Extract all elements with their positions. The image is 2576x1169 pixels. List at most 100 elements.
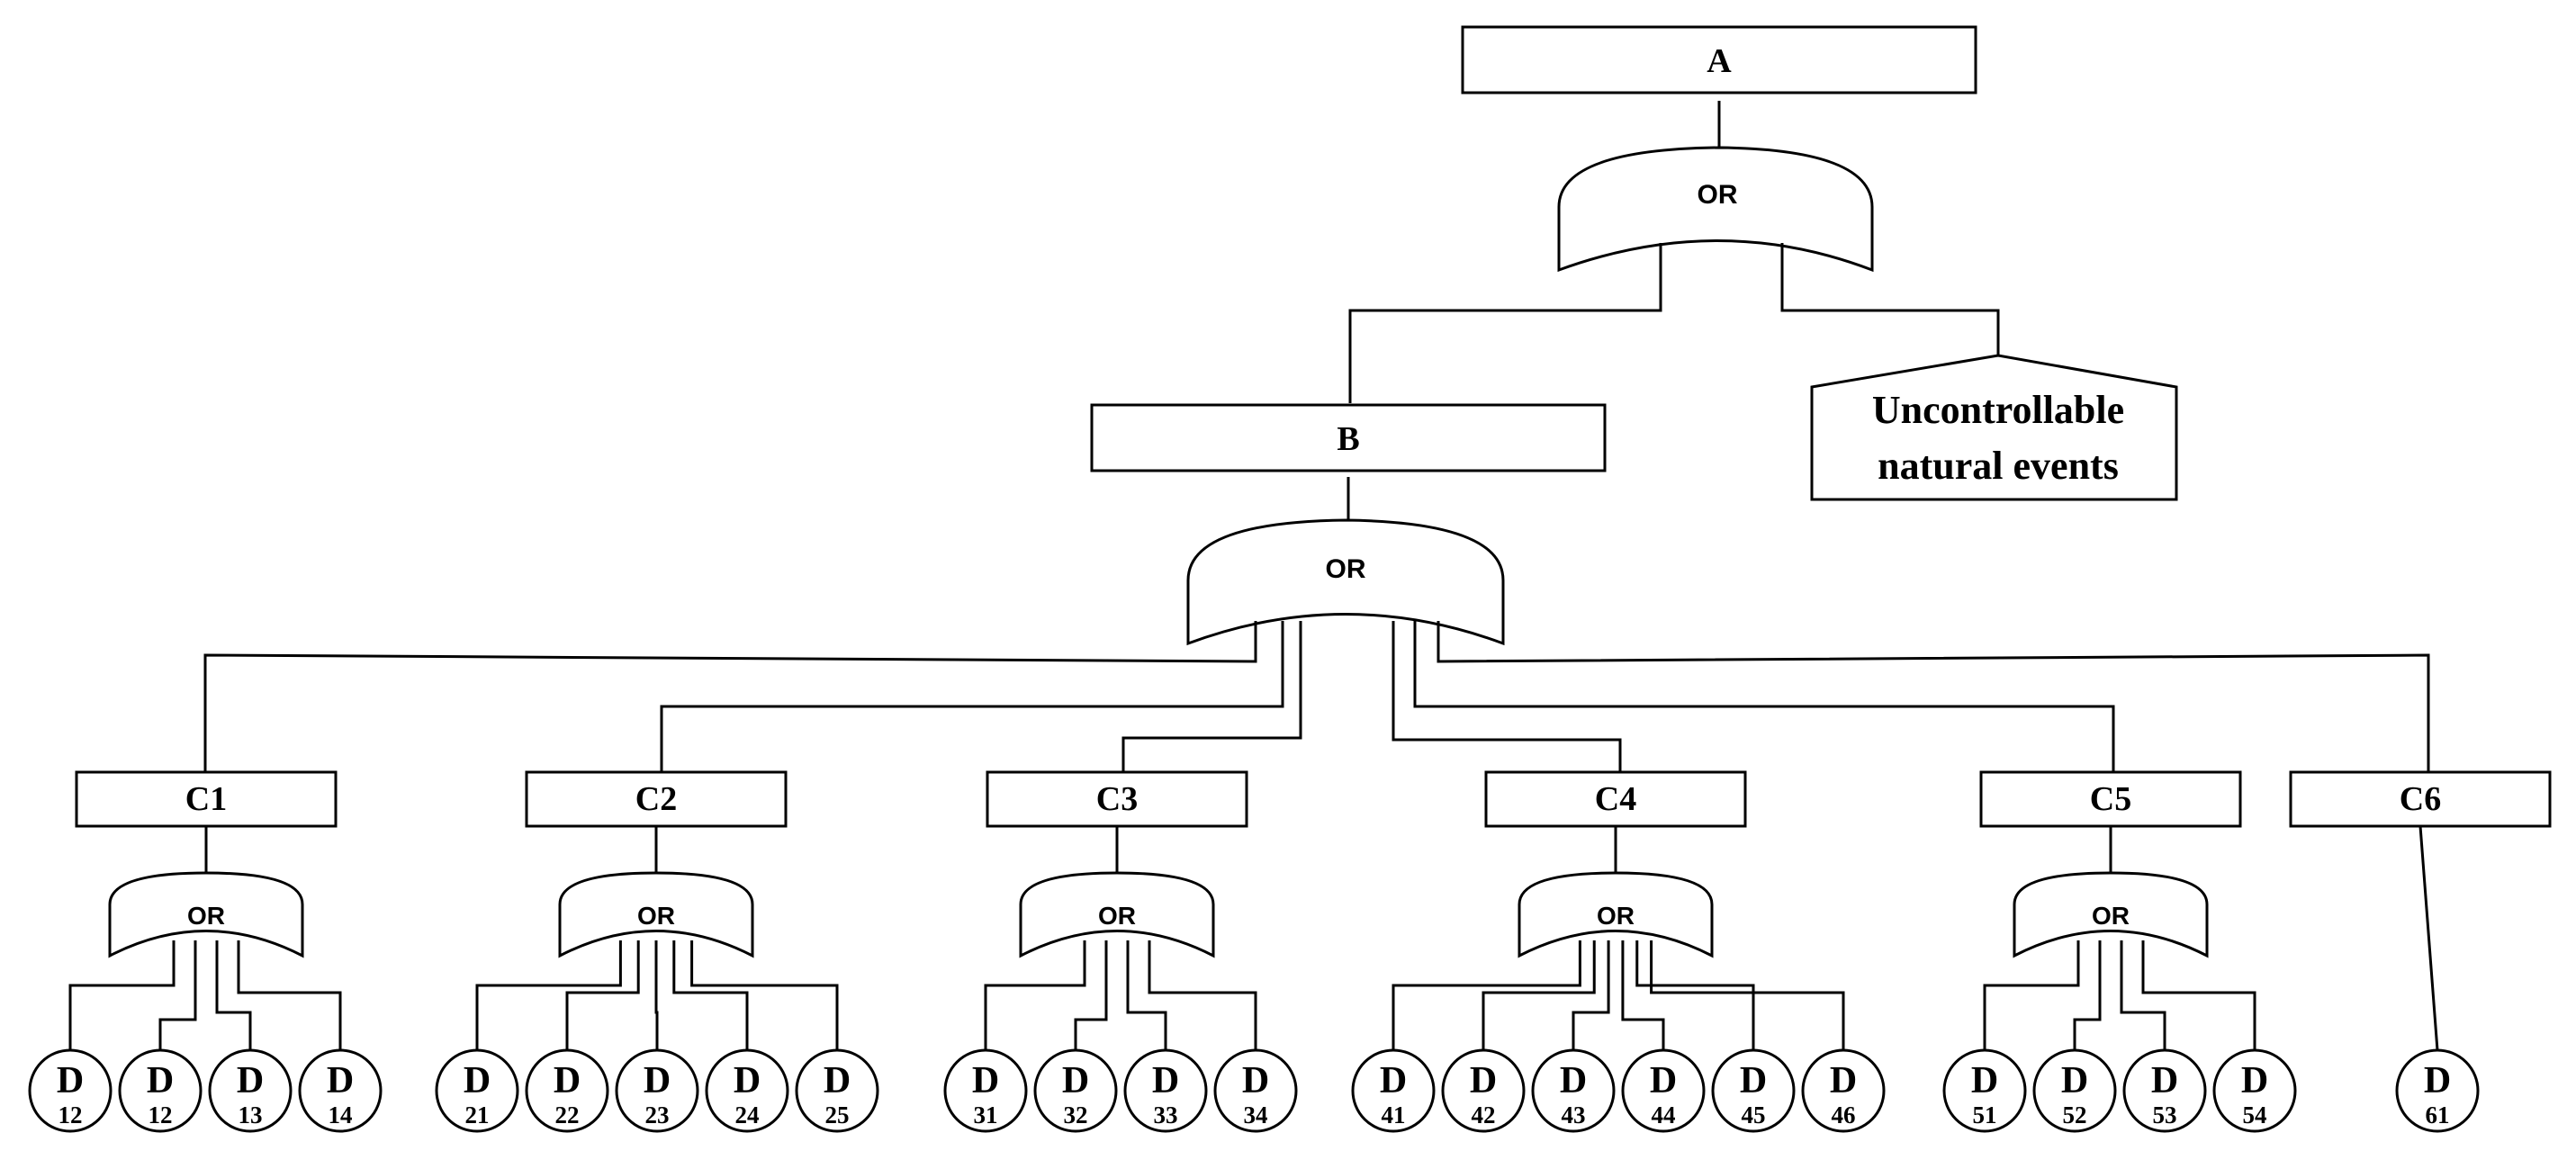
basic-event-letter: D <box>327 1060 354 1102</box>
connector-gate-to-natural-events <box>1780 243 2000 355</box>
basic-event-circle <box>118 1048 203 1133</box>
basic-event-letter: D <box>1830 1060 1857 1102</box>
basic-event-letter: D <box>237 1060 264 1102</box>
basic-event-d53: D53 <box>2122 1048 2207 1133</box>
basic-event-number: 34 <box>1244 1102 1268 1129</box>
or-gate-label-c5: OR <box>2092 902 2130 930</box>
basic-event-letter: D <box>57 1060 84 1102</box>
basic-event-number: 31 <box>974 1102 998 1129</box>
connector-c1-to-leaf-3 <box>215 940 252 1050</box>
category-label-c2: C2 <box>635 780 677 818</box>
basic-event-d43: D43 <box>1531 1048 1616 1133</box>
connector-to-c2 <box>660 621 1284 772</box>
basic-event-circle <box>1441 1048 1526 1133</box>
basic-event-circle <box>1942 1048 2027 1133</box>
basic-event-circle <box>705 1048 789 1133</box>
basic-event-d33: D33 <box>1123 1048 1208 1133</box>
basic-event-letter: D <box>2424 1060 2451 1102</box>
basic-event-number: 21 <box>465 1102 490 1129</box>
basic-event-number: 43 <box>1562 1102 1586 1129</box>
top-or-gate-label: OR <box>1698 180 1738 210</box>
natural-events-line-2: natural events <box>1878 444 2119 488</box>
basic-event-circle <box>1531 1048 1616 1133</box>
or-gate-c3 <box>1019 871 1215 958</box>
connector-c5-to-leaf-1 <box>1983 940 2080 1050</box>
basic-event-letter: D <box>734 1060 761 1102</box>
basic-event-number: 24 <box>735 1102 760 1129</box>
basic-event-letter: D <box>1380 1060 1407 1102</box>
or-gate-label-c4: OR <box>1597 902 1635 930</box>
connector-c5-to-leaf-2 <box>2073 940 2102 1050</box>
category-label-c6: C6 <box>2400 780 2441 818</box>
basic-event-number: 61 <box>2426 1102 2450 1129</box>
basic-event-number: 13 <box>239 1102 263 1129</box>
undeveloped-event-natural-events: Uncontrollable natural events <box>1810 354 2178 501</box>
basic-event-number: 52 <box>2063 1102 2087 1129</box>
basic-event-d21: D21 <box>435 1048 519 1133</box>
basic-event-circle <box>2122 1048 2207 1133</box>
basic-event-number: 33 <box>1154 1102 1178 1129</box>
basic-event-d51: D51 <box>1942 1048 2027 1133</box>
basic-event-d42: D42 <box>1441 1048 1526 1133</box>
connector-c3-to-leaf-2 <box>1074 940 1108 1050</box>
connector-c4-to-leaf-5 <box>1635 940 1755 1050</box>
basic-event-d23: D23 <box>615 1048 699 1133</box>
basic-event-circle <box>28 1048 113 1133</box>
connector-c2-to-leaf-5 <box>690 940 839 1050</box>
category-label-c3: C3 <box>1096 780 1138 818</box>
connector-to-c5 <box>1413 621 2115 772</box>
basic-event-d32: D32 <box>1033 1048 1118 1133</box>
basic-event-letter: D <box>554 1060 581 1102</box>
basic-event-circle <box>435 1048 519 1133</box>
basic-event-circle <box>1801 1048 1886 1133</box>
basic-event-number: 45 <box>1742 1102 1766 1129</box>
basic-event-d54: D54 <box>2212 1048 2297 1133</box>
category-label-c4: C4 <box>1595 780 1636 818</box>
basic-event-number: 41 <box>1382 1102 1406 1129</box>
basic-event-letter: D <box>1740 1060 1767 1102</box>
basic-event-number: 22 <box>555 1102 580 1129</box>
connector-c1-to-leaf-1 <box>68 940 176 1050</box>
or-gate-c1 <box>108 871 304 958</box>
connector-to-c6 <box>1437 621 2430 772</box>
connector-gate-to-b <box>1348 243 1662 403</box>
intermediate-or-gate: OR <box>1186 518 1505 646</box>
gate-b-connectors <box>203 621 2430 772</box>
connector-c4-to-leaf-2 <box>1482 940 1596 1050</box>
basic-event-letter: D <box>147 1060 174 1102</box>
basic-event-circle <box>2212 1048 2297 1133</box>
connector-c3-to-leaf-4 <box>1148 940 1257 1050</box>
connector-c2-to-leaf-4 <box>672 940 749 1050</box>
basic-event-d25: D25 <box>795 1048 879 1133</box>
connector-c1-to-leaf-4 <box>237 940 342 1050</box>
basic-event-letter: D <box>2241 1060 2268 1102</box>
basic-event-letter: D <box>644 1060 671 1102</box>
basic-event-circle <box>525 1048 609 1133</box>
connector-c2-to-leaf-3 <box>654 940 659 1050</box>
top-event-a: A <box>1461 25 1977 94</box>
basic-event-circle <box>2395 1048 2480 1133</box>
basic-event-circle <box>795 1048 879 1133</box>
intermediate-or-gate-label: OR <box>1326 554 1366 584</box>
connector-c3-to-leaf-1 <box>984 940 1086 1050</box>
basic-event-d52: D52 <box>2032 1048 2117 1133</box>
connector-to-c1 <box>203 621 1257 772</box>
or-gate-c4 <box>1518 871 1714 958</box>
basic-event-letter: D <box>464 1060 491 1102</box>
basic-event-circle <box>2032 1048 2117 1133</box>
basic-event-number: 51 <box>1973 1102 1997 1129</box>
basic-event-circle <box>1621 1048 1706 1133</box>
basic-event-letter: D <box>1470 1060 1497 1102</box>
basic-event-number: 25 <box>825 1102 850 1129</box>
connector-c2-to-leaf-2 <box>565 940 640 1050</box>
basic-event-letter: D <box>1242 1060 1269 1102</box>
connector-c4-to-leaf-6 <box>1650 940 1845 1050</box>
connector-c4-to-leaf-4 <box>1621 940 1665 1050</box>
connector-c4-to-leaf-1 <box>1392 940 1581 1050</box>
intermediate-event-b: B <box>1090 403 1607 472</box>
basic-event-letter: D <box>1062 1060 1089 1102</box>
connector-c2-to-leaf-1 <box>475 940 622 1050</box>
basic-event-d31: D31 <box>943 1048 1028 1133</box>
